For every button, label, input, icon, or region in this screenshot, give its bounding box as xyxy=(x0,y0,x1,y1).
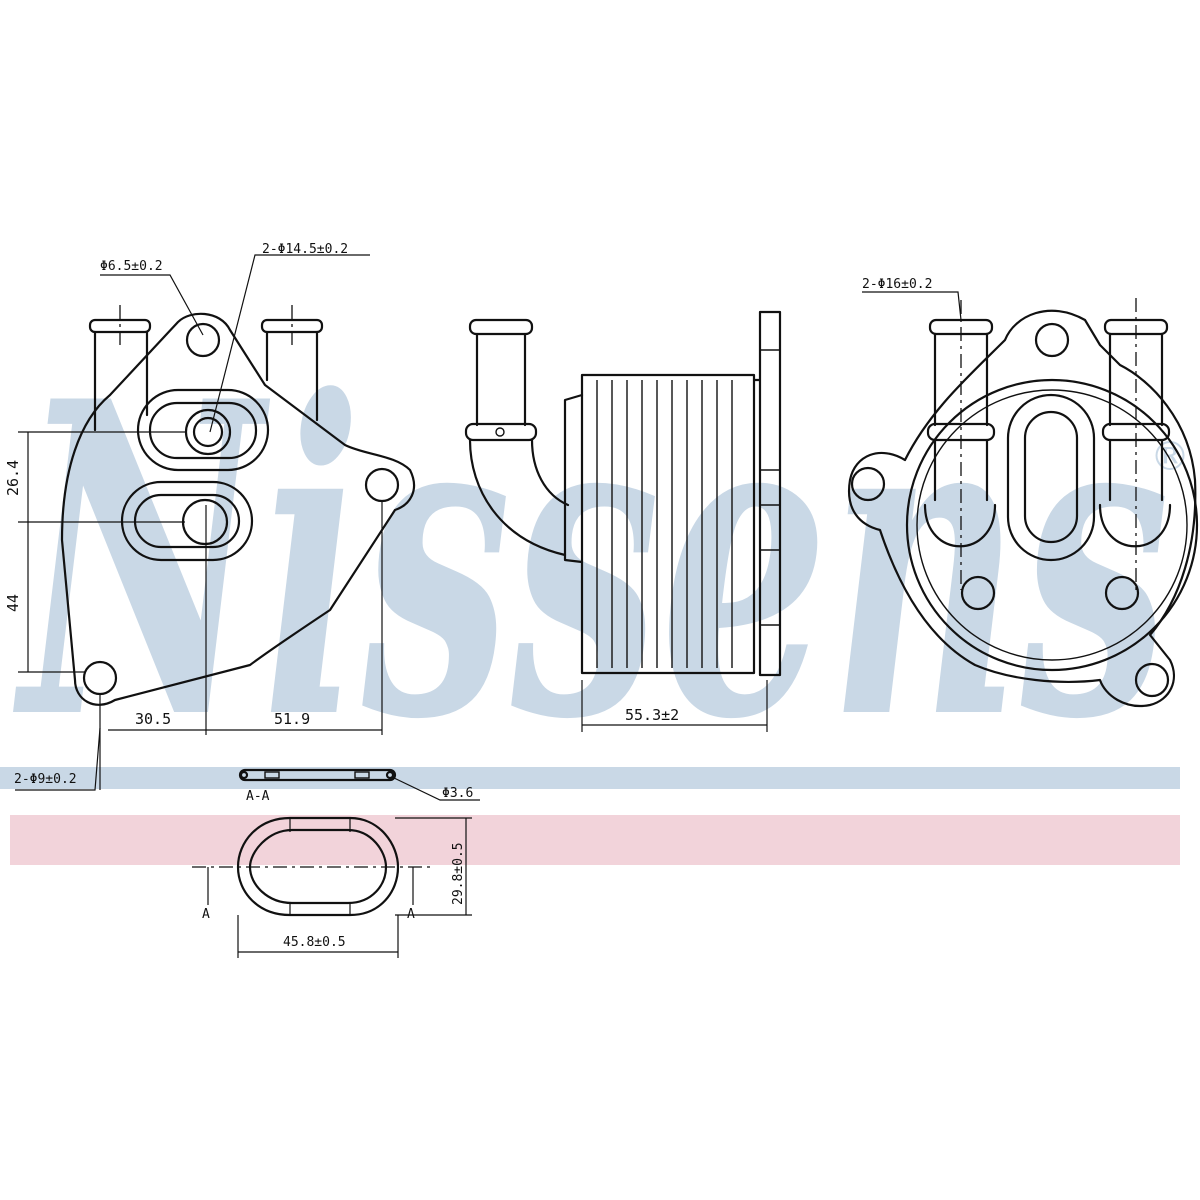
gasket-plan: A A 29.8±0.5 45.8±0.5 xyxy=(192,816,472,958)
gasket-section: Φ3.6 A-A xyxy=(238,768,480,804)
rear-pipe-left xyxy=(923,300,997,590)
label-hole-small: Φ6.5±0.2 xyxy=(100,259,163,274)
front-pipe-right xyxy=(260,305,324,422)
watermark-logo: Nissens xyxy=(12,309,1170,814)
side-core-fins xyxy=(596,380,733,668)
mount-hole-bottom xyxy=(82,660,118,696)
side-core xyxy=(563,310,782,677)
front-pipe-left xyxy=(88,305,152,432)
rear-pipe-right xyxy=(1098,298,1172,590)
dim-depth: 55.3±2 xyxy=(625,706,679,724)
front-flange-outline xyxy=(60,312,416,706)
dim-gasket-height: 29.8±0.5 xyxy=(451,842,466,905)
side-pipe xyxy=(464,318,570,557)
label-ports-front: 2-Φ14.5±0.2 xyxy=(262,242,348,257)
label-ports-back: 2-Φ16±0.2 xyxy=(862,277,932,292)
rear-core-circle xyxy=(905,378,1199,672)
section-mark-left: A xyxy=(202,907,210,922)
label-section-aa: A-A xyxy=(246,789,270,804)
side-view: 55.3±2 xyxy=(464,310,782,732)
rear-flange-outline xyxy=(847,309,1197,708)
dim-30-5: 30.5 xyxy=(135,710,171,728)
watermark-pink-band xyxy=(10,815,1180,865)
dim-44: 44 xyxy=(4,594,22,612)
label-gasket-thickness: Φ3.6 xyxy=(442,786,473,801)
front-dimensions: 26.4 44 30.5 51.9 Φ6.5±0.2 2-Φ14.5±0.2 2… xyxy=(4,242,382,791)
front-view xyxy=(60,305,416,790)
mount-hole-top xyxy=(185,322,221,358)
rear-view: 2-Φ16±0.2 xyxy=(847,277,1199,708)
dim-26-4: 26.4 xyxy=(4,460,22,496)
label-mount-holes: 2-Φ9±0.2 xyxy=(14,772,77,787)
oval-port-upper xyxy=(136,388,270,472)
dim-51-9: 51.9 xyxy=(274,710,310,728)
watermark-blue-band xyxy=(0,767,1180,789)
dim-gasket-width: 45.8±0.5 xyxy=(283,935,346,950)
watermark: Nissens ® xyxy=(0,309,1190,865)
